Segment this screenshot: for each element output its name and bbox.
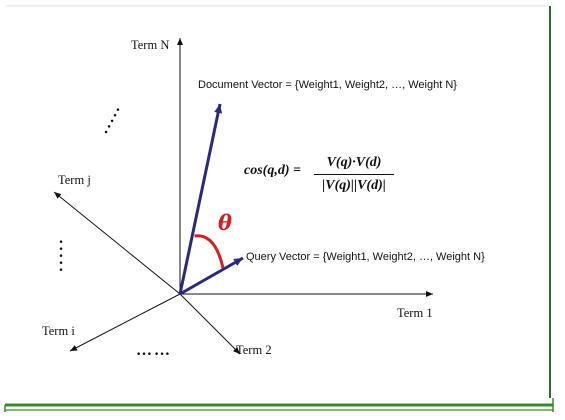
term-n-label: Term N [131, 38, 170, 52]
query-vector-label: Query Vector = {Weight1, Weight2, …, Wei… [246, 251, 485, 263]
formula-denominator: |V(q)||V(d)| [322, 178, 386, 193]
document-vector-label: Document Vector = {Weight1, Weight2, …, … [198, 79, 457, 91]
cosine-formula: cos(q,d) = V(q)·V(d) |V(q)||V(d)| [244, 153, 404, 203]
formula-numerator: V(q)·V(d) [326, 155, 382, 170]
formula-lhs: cos(q,d) = [244, 163, 301, 178]
fraction-bar [314, 174, 394, 175]
document-vector-arrow [178, 103, 223, 295]
term-i-label: Term i [42, 324, 75, 338]
axis-term-j [53, 191, 181, 295]
formula-fraction: V(q)·V(d) |V(q)||V(d)| [314, 153, 394, 196]
ellipsis-horizontal: …… [136, 342, 172, 359]
term-2-label: Term 2 [236, 343, 272, 357]
axis-term-i [69, 293, 181, 352]
axis-term-2 [179, 293, 241, 355]
ellipsis-vertical: ····· [58, 234, 64, 279]
theta-symbol: θ [218, 210, 233, 235]
frame-border [4, 5, 554, 412]
angle-arc [194, 234, 225, 269]
term-j-label: Term j [58, 173, 91, 187]
term-1-label: Term 1 [397, 306, 433, 320]
query-vector-arrow [179, 256, 244, 296]
